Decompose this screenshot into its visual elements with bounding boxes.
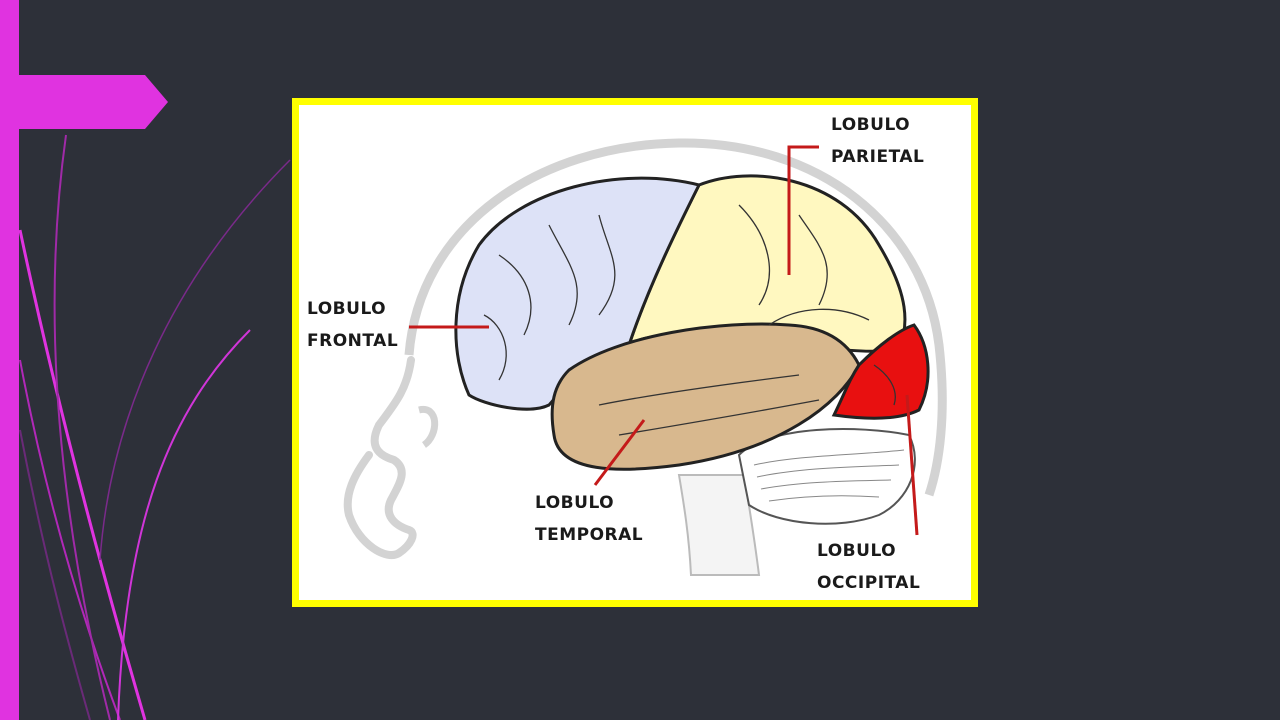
occipital-lobe [831, 323, 930, 420]
label-parietal: LOBULO PARIETAL [831, 109, 924, 173]
accent-sidebar [0, 0, 19, 720]
label-occipital: LOBULO OCCIPITAL [817, 535, 920, 599]
arrow-tab-shape [0, 75, 168, 129]
ear-mark [418, 406, 439, 448]
label-occipital-line1: LOBULO [817, 541, 897, 561]
pointer-temporal [593, 419, 646, 486]
decorative-swooshes [18, 134, 291, 720]
label-frontal-line2: FRONTAL [307, 331, 399, 351]
label-frontal: LOBULO FRONTAL [307, 293, 398, 357]
label-parietal-line2: PARIETAL [831, 147, 925, 167]
pointer-occipital [905, 394, 919, 536]
label-temporal-line1: LOBULO [535, 493, 615, 513]
label-parietal-line1: LOBULO [831, 115, 911, 135]
pointer-lines [409, 145, 919, 536]
label-occipital-line2: OCCIPITAL [817, 573, 921, 593]
label-temporal: LOBULO TEMPORAL [535, 487, 643, 551]
label-frontal-line1: LOBULO [307, 299, 387, 319]
face-profile [343, 356, 417, 559]
head-outline [404, 138, 947, 497]
label-temporal-line2: TEMPORAL [535, 525, 644, 545]
brain-diagram [343, 138, 947, 576]
cerebellum [737, 428, 916, 525]
pointer-parietal [787, 145, 819, 275]
diagram-frame: LOBULO PARIETAL LOBULO FRONTAL LOBULO TE… [292, 98, 978, 607]
